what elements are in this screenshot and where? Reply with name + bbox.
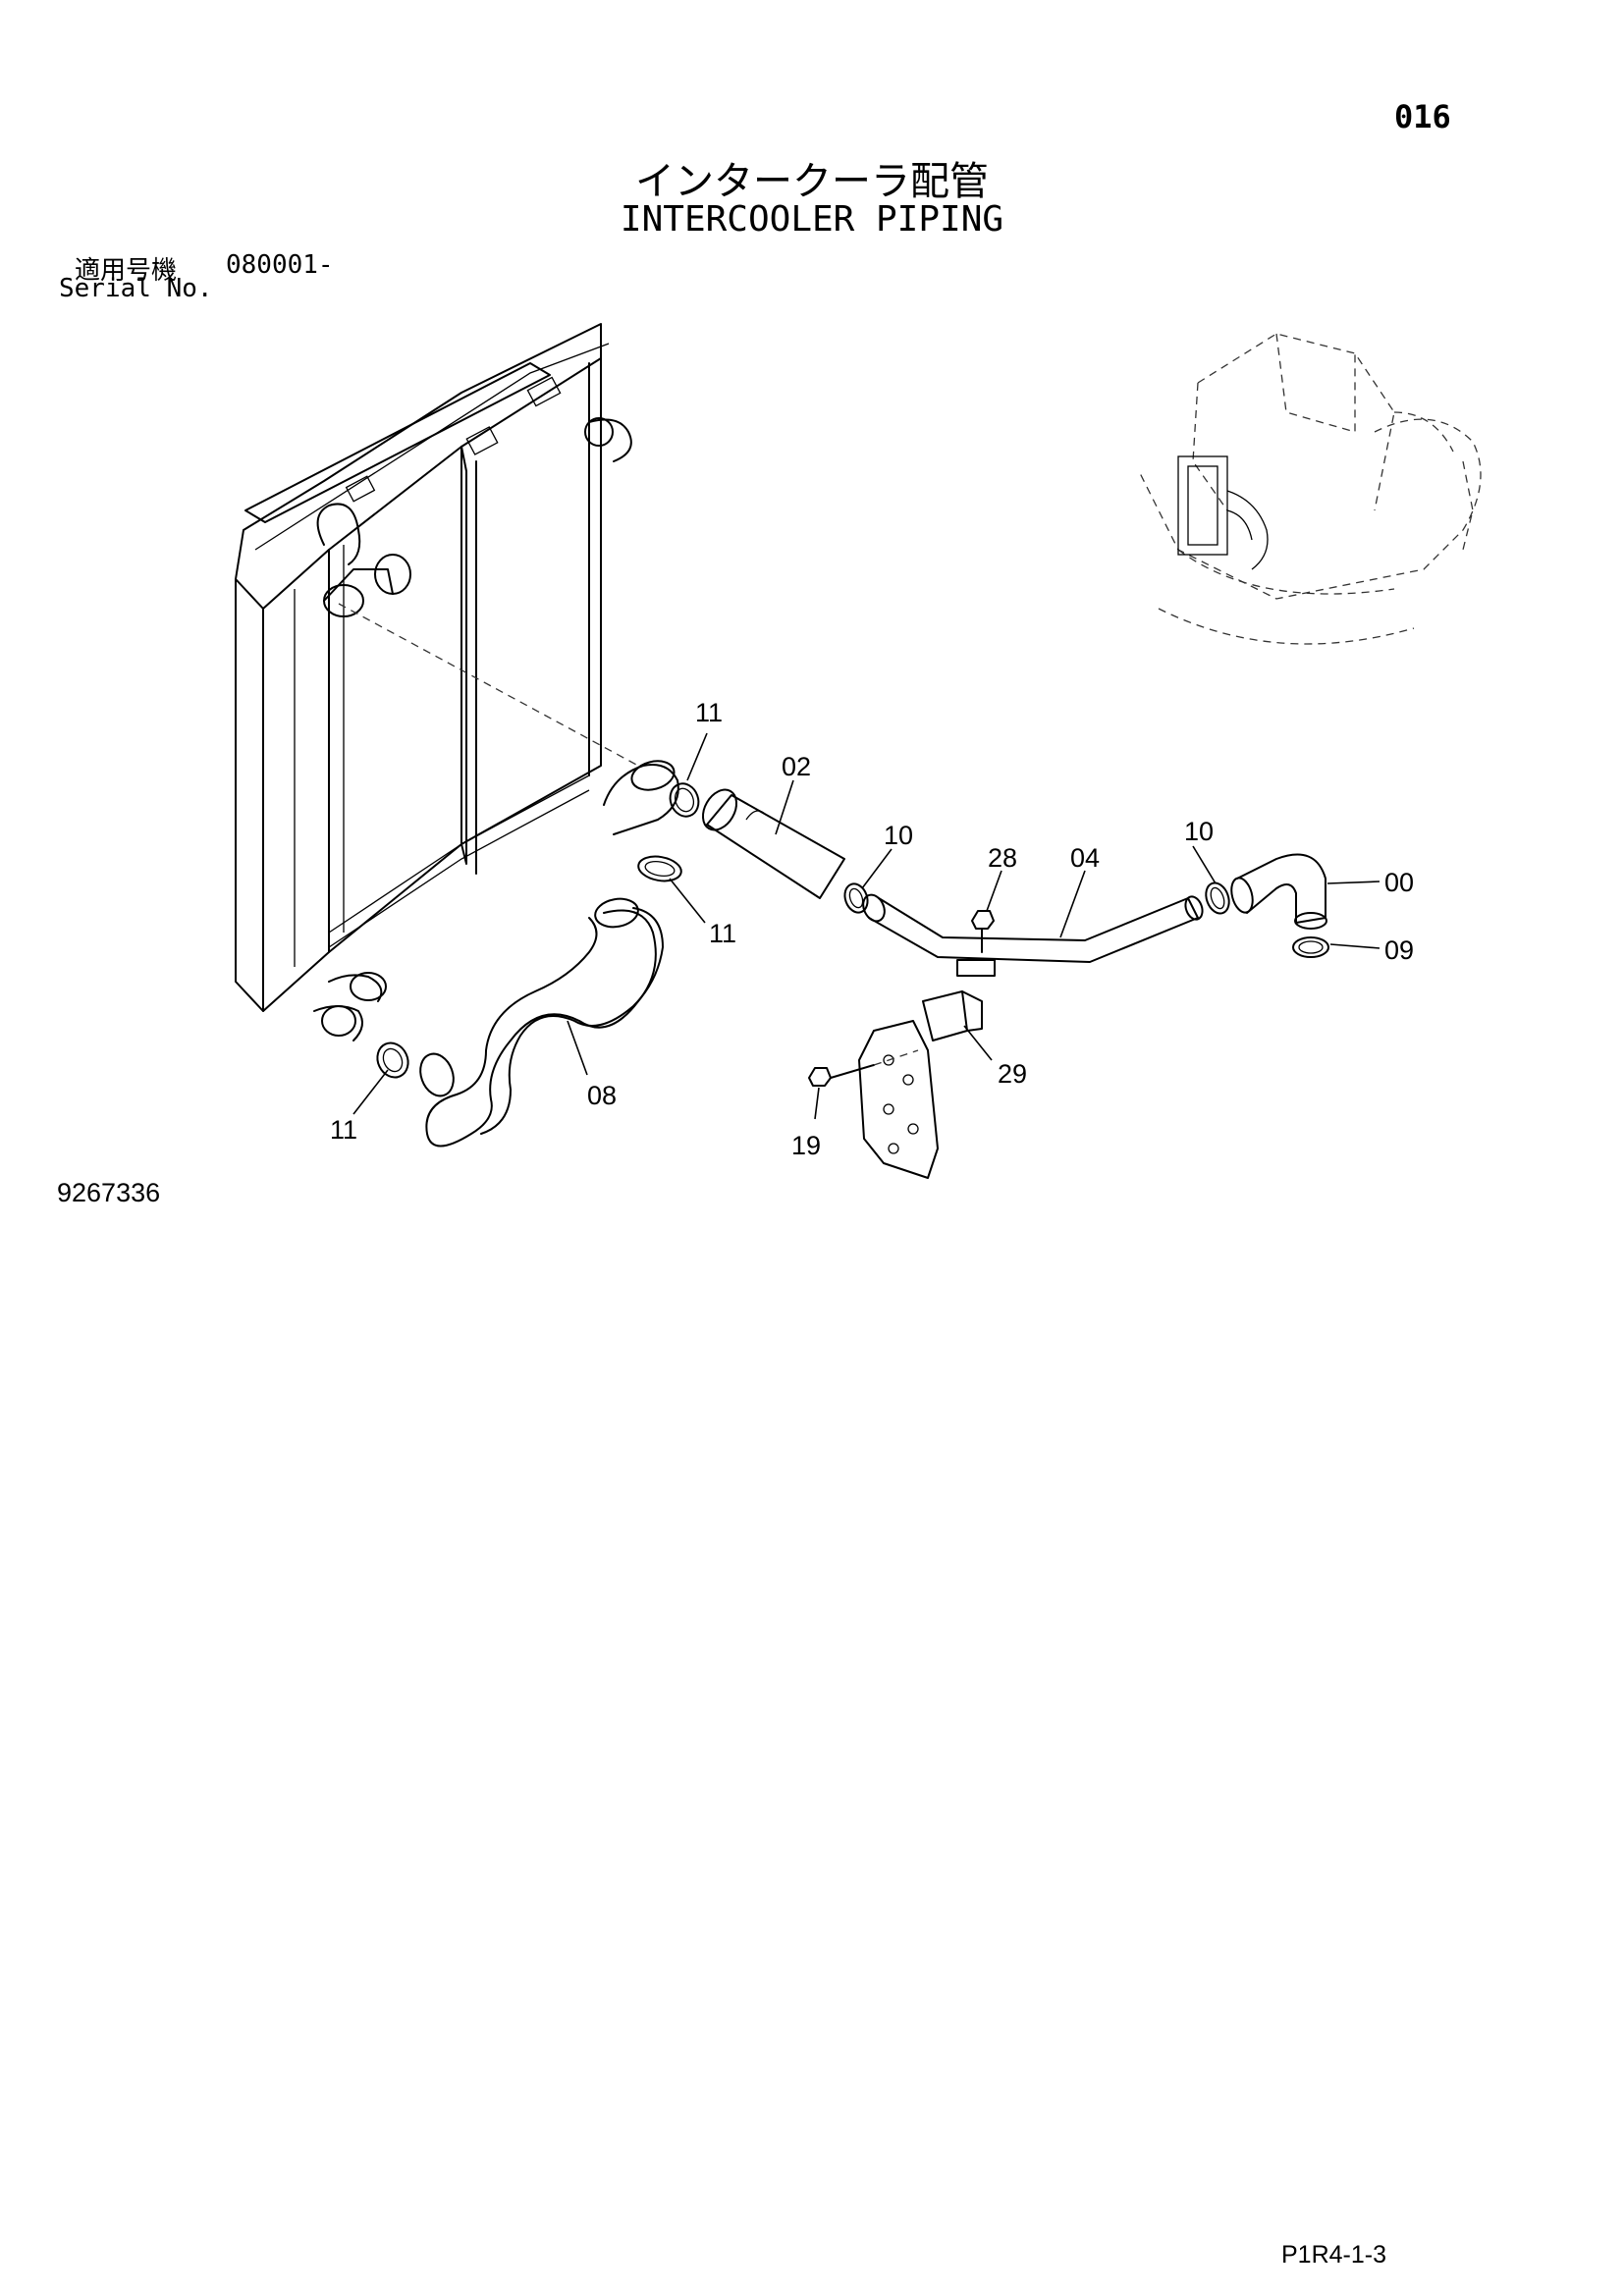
callout-label: 19 [791, 1131, 821, 1160]
elbow-hose [1230, 853, 1327, 930]
intercooler-pipe [862, 893, 1204, 977]
callout-label: 29 [998, 1059, 1027, 1089]
hose-clamp-09 [1292, 936, 1329, 958]
s-shaped-hose [419, 897, 664, 1148]
serial-label-japanese: 適用号機 [75, 256, 178, 286]
page-code: P1R4-1-3 [1281, 2241, 1386, 2269]
hose-clamp-10-right [1205, 881, 1230, 915]
bracket-29 [922, 990, 983, 1041]
callout-label: 08 [587, 1081, 617, 1110]
hose-clamp-lower [376, 1041, 409, 1079]
page-number: 016 [1394, 98, 1451, 135]
callout-label: 09 [1384, 935, 1414, 965]
callout-label: 04 [1070, 843, 1100, 873]
hose-clamp-upper [669, 782, 700, 818]
serial-label-english: Serial No. [59, 274, 213, 303]
callout-label: 28 [988, 843, 1017, 873]
callout-labels: 11 02 10 28 04 10 00 09 11 29 11 08 19 [330, 698, 1414, 1160]
page-title-japanese: インタークーラ配管 [635, 159, 989, 204]
intercooler-core [235, 323, 679, 1041]
callout-leaders [352, 732, 1380, 1120]
mounting-plate [858, 1020, 939, 1179]
bolt-19 [808, 1049, 919, 1087]
serial-range: 080001- [226, 250, 334, 280]
machine-location-thumbnail [1138, 333, 1482, 645]
straight-hose [701, 788, 845, 899]
hose-clamp-middle [637, 855, 682, 882]
hose-clamp-10-left [843, 882, 869, 914]
callout-label: 10 [1184, 817, 1214, 846]
drawing-number: 9267336 [57, 1178, 161, 1207]
callout-label: 10 [884, 821, 913, 850]
callout-label: 02 [782, 752, 811, 781]
page-title-english: INTERCOOLER PIPING [620, 199, 1004, 240]
callout-label: 11 [330, 1115, 357, 1145]
callout-label: 11 [695, 698, 723, 727]
callout-label: 11 [709, 919, 736, 948]
callout-label: 00 [1384, 868, 1414, 897]
bolt-28 [971, 910, 995, 953]
